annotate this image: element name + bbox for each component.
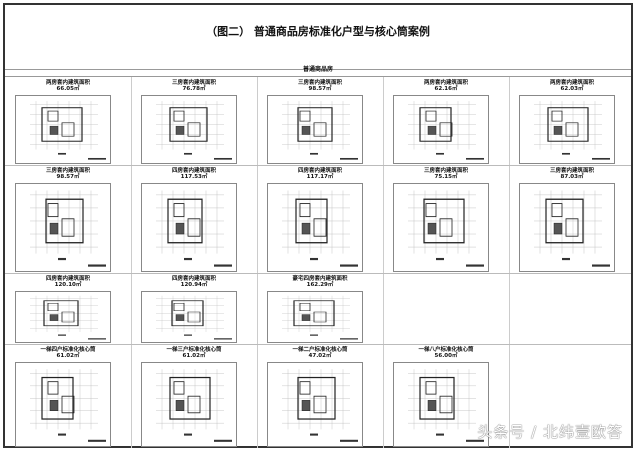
plan-area: 62.16㎡ <box>434 86 458 92</box>
row-divider <box>5 344 631 345</box>
watermark: 头条号 / 北纬壹欧答 <box>477 423 623 441</box>
plan-area: 61.02㎡ <box>56 353 80 359</box>
floor-plan-drawing[interactable] <box>267 291 363 343</box>
divider <box>5 76 631 77</box>
floor-plan-drawing[interactable] <box>141 95 237 164</box>
plan-name: 一梯八户标准化核心筒 <box>418 347 474 353</box>
floor-plan-drawing[interactable] <box>393 95 489 164</box>
plan-area: 162.29㎡ <box>306 282 334 288</box>
plan-area: 61.02㎡ <box>182 353 206 359</box>
plan-area: 98.57㎡ <box>308 86 332 92</box>
page-title: （图二） 普通商品房标准化户型与核心筒案例 <box>206 25 430 38</box>
plan-name: 两房套内建筑面积 <box>549 80 594 86</box>
plan-name: 三房套内建筑面积 <box>423 168 468 174</box>
floor-plan-drawing[interactable] <box>393 183 489 272</box>
plan-name: 四房套内建筑面积 <box>171 276 216 282</box>
plan-name: 三房套内建筑面积 <box>549 168 594 174</box>
plan-area: 62.03㎡ <box>560 86 584 92</box>
plan-area: 66.05㎡ <box>56 86 80 92</box>
plan-name: 四房套内建筑面积 <box>297 168 342 174</box>
floor-plan-drawing[interactable] <box>519 95 615 164</box>
floor-plan-drawing[interactable] <box>15 183 111 272</box>
plan-area: 120.94㎡ <box>180 282 208 288</box>
plan-name: 四房套内建筑面积 <box>45 276 90 282</box>
plan-area: 117.53㎡ <box>180 174 208 180</box>
plan-name: 一梯二户标准化核心筒 <box>292 347 348 353</box>
section-title: 普通商品房 <box>302 66 333 73</box>
plan-area: 120.10㎡ <box>54 282 82 288</box>
plan-area: 87.03㎡ <box>560 174 584 180</box>
floor-plan-drawing[interactable] <box>141 183 237 272</box>
floor-plan-drawing[interactable] <box>267 362 363 447</box>
floor-plan-drawing[interactable] <box>15 291 111 343</box>
floor-plan-drawing[interactable] <box>393 362 489 447</box>
plan-name: 三房套内建筑面积 <box>297 80 342 86</box>
floor-plan-drawing[interactable] <box>267 183 363 272</box>
plan-name: 三房套内建筑面积 <box>45 168 90 174</box>
plan-area: 117.17㎡ <box>306 174 334 180</box>
row-divider <box>5 165 631 166</box>
floor-plan-drawing[interactable] <box>519 183 615 272</box>
plan-name: 豪宅四房套内建筑面积 <box>292 276 348 282</box>
plan-area: 76.78㎡ <box>182 86 206 92</box>
plan-area: 98.57㎡ <box>56 174 80 180</box>
plan-name: 一梯四户标准化核心筒 <box>40 347 96 353</box>
column-divider <box>257 77 258 448</box>
plan-name: 四房套内建筑面积 <box>171 168 216 174</box>
floor-plan-drawing[interactable] <box>141 291 237 343</box>
column-divider <box>383 77 384 448</box>
plan-area: 56.00㎡ <box>434 353 458 359</box>
floor-plan-drawing[interactable] <box>267 95 363 164</box>
floor-plan-drawing[interactable] <box>15 95 111 164</box>
plan-name: 两房套内建筑面积 <box>423 80 468 86</box>
plan-name: 三房套内建筑面积 <box>171 80 216 86</box>
plan-name: 一梯三户标准化核心筒 <box>166 347 222 353</box>
column-divider <box>131 77 132 448</box>
divider <box>5 69 631 70</box>
plan-area: 47.02㎡ <box>308 353 332 359</box>
plan-area: 75.15㎡ <box>434 174 458 180</box>
plan-name: 两房套内建筑面积 <box>45 80 90 86</box>
floor-plan-drawing[interactable] <box>15 362 111 447</box>
floor-plan-drawing[interactable] <box>141 362 237 447</box>
row-divider <box>5 273 631 274</box>
column-divider <box>509 77 510 448</box>
